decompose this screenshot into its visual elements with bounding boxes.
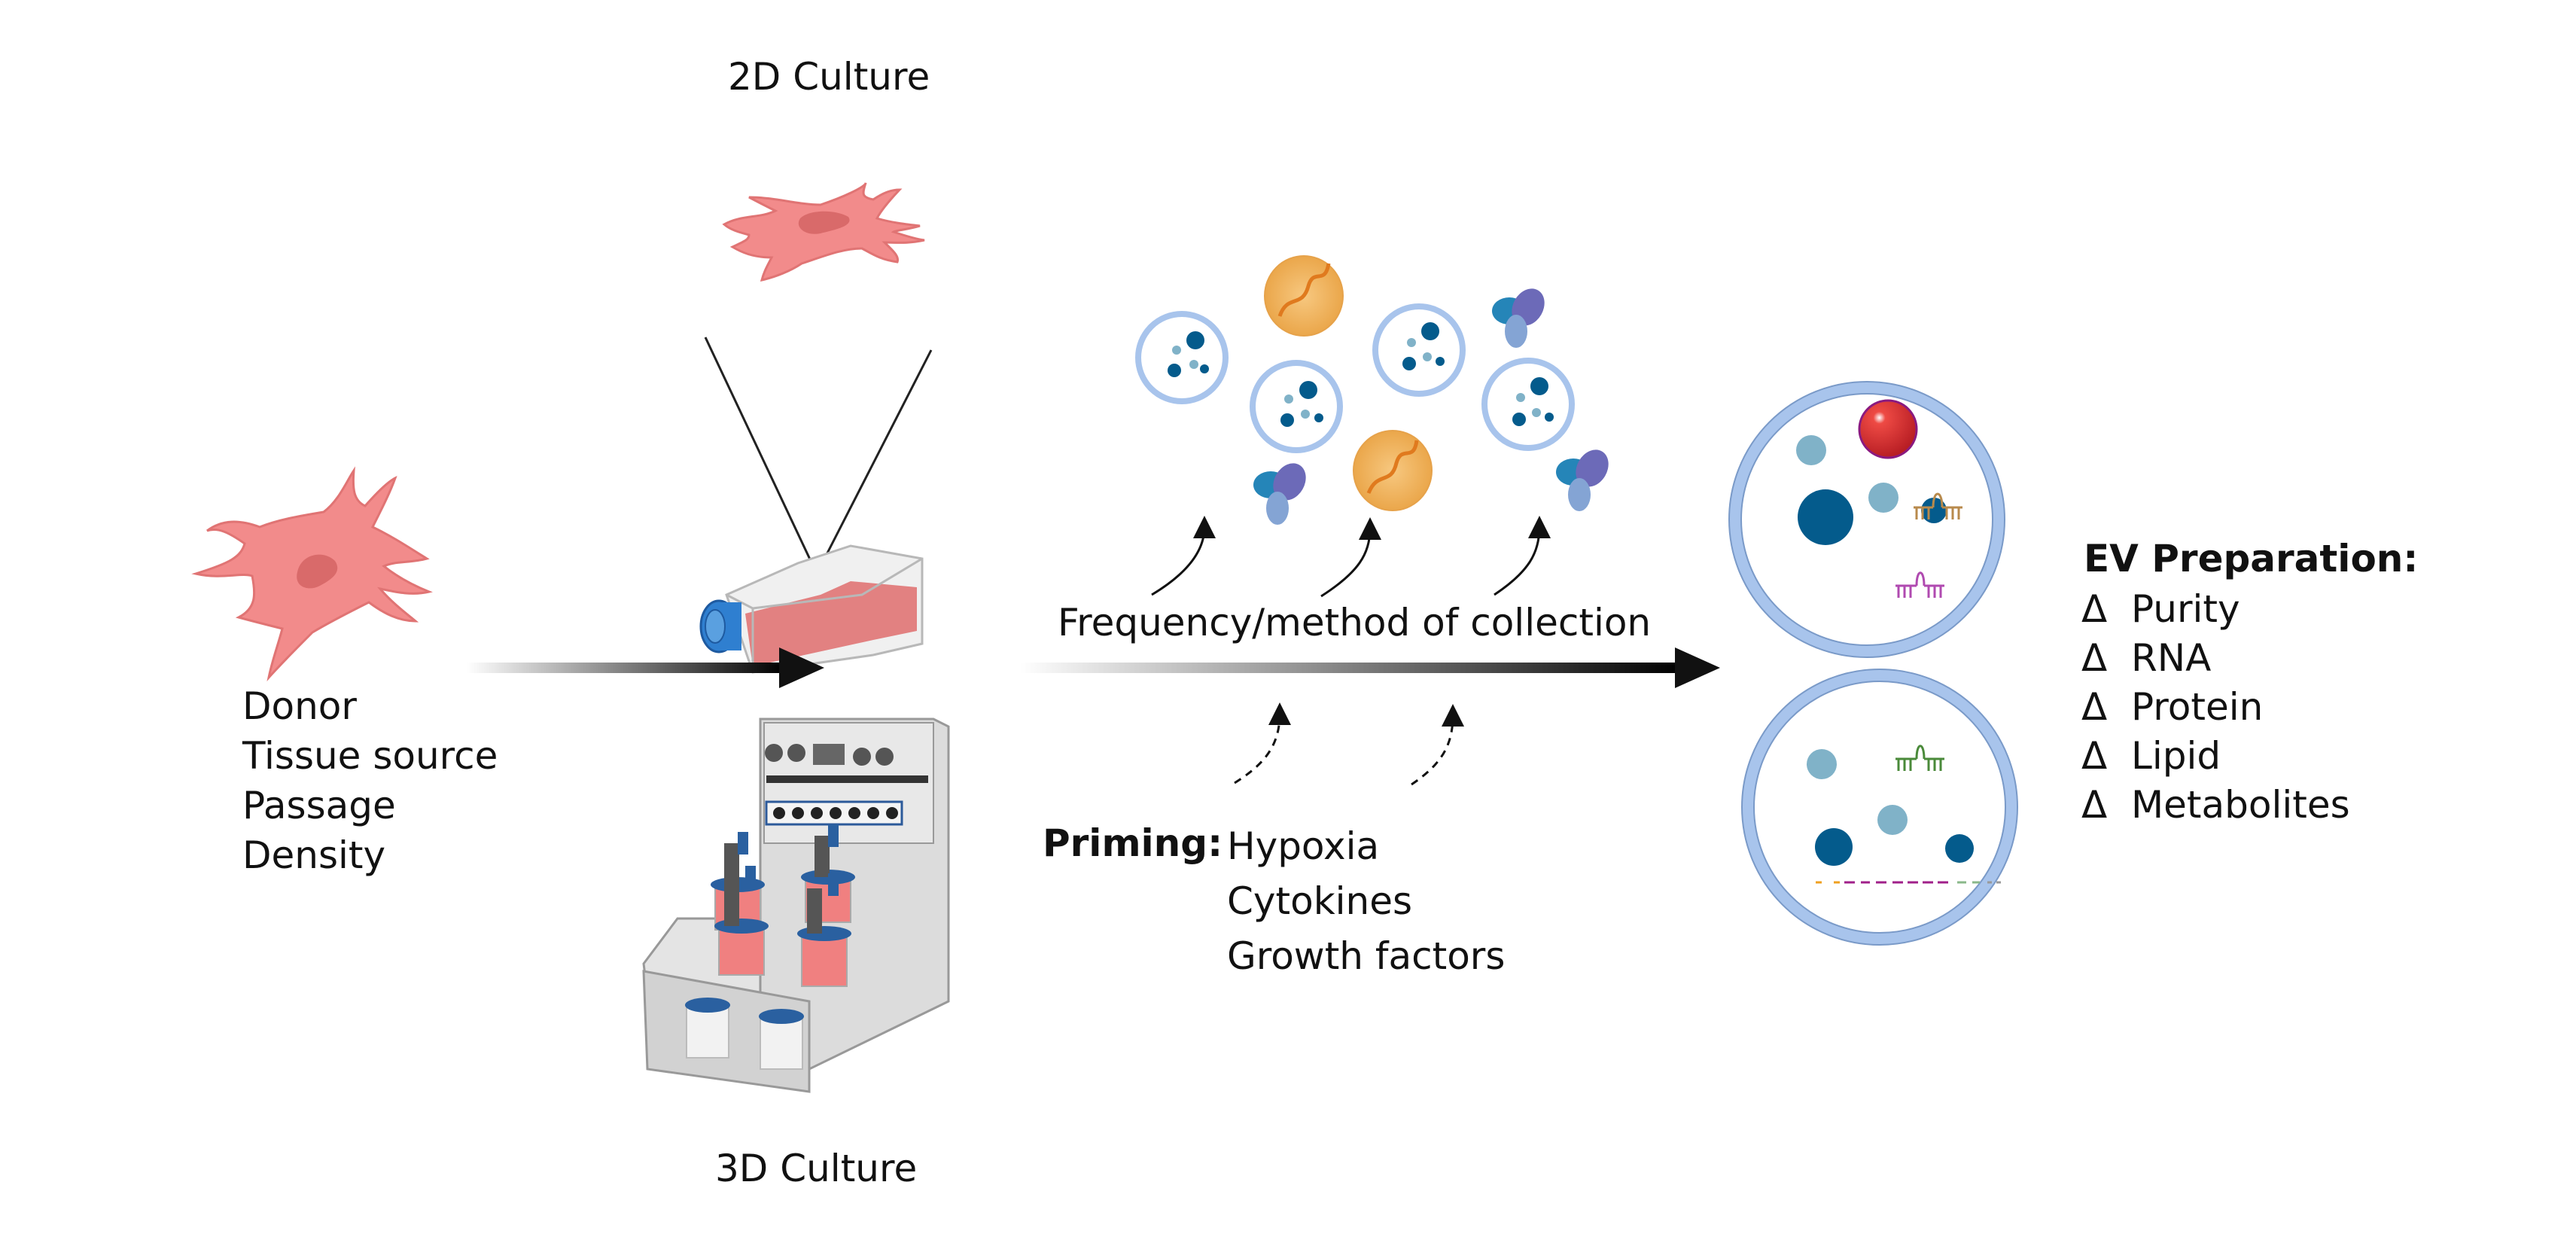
ev-item: Δ RNA xyxy=(2081,636,2212,680)
ev-preparation-title: EV Preparation: xyxy=(2084,537,2419,580)
vesicle-icon xyxy=(1135,311,1229,404)
vesicle-icon xyxy=(1250,360,1343,453)
source-factor: Tissue source xyxy=(242,734,498,778)
source-factor: Density xyxy=(242,833,386,877)
bioreactor-vessels xyxy=(711,824,855,987)
ev-item: Δ Protein xyxy=(2081,685,2264,729)
process-arrow-1 xyxy=(467,647,824,688)
lipoprotein-icon xyxy=(1353,430,1433,511)
delta-icon: Δ xyxy=(2081,783,2108,827)
ev-preparation-list: Δ Purity Δ RNA Δ Protein Δ Lipid Δ Metab… xyxy=(2081,585,2350,830)
priming-item: Growth factors xyxy=(1227,934,1506,978)
vesicle-icon xyxy=(1372,303,1466,397)
vesicle-icon xyxy=(1481,358,1575,451)
source-factor: Passage xyxy=(242,784,396,827)
culture-flask-icon xyxy=(699,544,924,674)
collection-arrows xyxy=(1151,516,1551,598)
antibody-icon xyxy=(1492,288,1545,348)
collection-label: Frequency/method of collection xyxy=(1058,601,1652,644)
delta-icon: Δ xyxy=(2081,636,2108,680)
priming-arrows xyxy=(1234,702,1464,786)
culture-2d-label: 2D Culture xyxy=(728,55,930,99)
ev-item: Δ Metabolites xyxy=(2081,783,2350,827)
priming-item: Hypoxia xyxy=(1227,824,1380,868)
priming-list: Hypoxia Cytokines Growth factors xyxy=(1227,819,1505,984)
media-bottles xyxy=(685,998,804,1070)
donor-cell-icon xyxy=(191,466,433,682)
culture-3d-label: 3D Culture xyxy=(715,1147,918,1190)
lipoprotein-icon xyxy=(1264,255,1344,337)
ev-item: Δ Purity xyxy=(2081,587,2240,631)
delta-icon: Δ xyxy=(2081,587,2108,631)
antibody-icon xyxy=(1253,463,1306,525)
source-factor: Donor xyxy=(242,684,357,728)
ev-detail-top xyxy=(1728,381,2005,658)
ev-item: Δ Lipid xyxy=(2081,734,2221,778)
culture-2d-cell-icon xyxy=(722,182,925,282)
delta-icon: Δ xyxy=(2081,685,2108,729)
delta-icon: Δ xyxy=(2081,734,2108,778)
priming-title: Priming: xyxy=(1043,821,1223,865)
process-arrow-2 xyxy=(1020,647,1720,688)
bioreactor-icon xyxy=(642,717,950,1093)
source-factors-list: Donor Tissue source Passage Density xyxy=(242,681,498,880)
secreted-vesicles xyxy=(1135,255,1609,525)
antibody-icon xyxy=(1556,449,1609,511)
priming-item: Cytokines xyxy=(1227,879,1413,923)
magnification-lines xyxy=(704,337,933,574)
ev-detail-bottom xyxy=(1741,669,2018,946)
